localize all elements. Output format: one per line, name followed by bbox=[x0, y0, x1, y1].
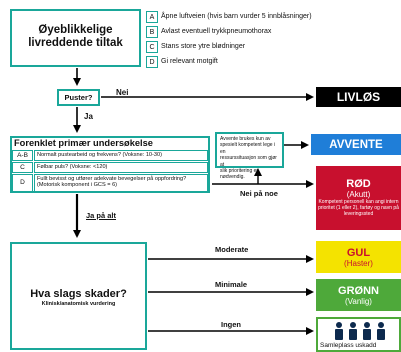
people-group-icon bbox=[335, 322, 385, 340]
outcome-collect: Samleplass uskadd bbox=[316, 317, 401, 352]
exam-key-d: D bbox=[12, 174, 33, 192]
injuries-box bbox=[10, 242, 147, 350]
breathing-no-label: Nei bbox=[116, 88, 129, 97]
outcome-red: RØD (Akutt) Kompetent personell kan angi… bbox=[316, 166, 401, 230]
outcome-await: AVVENTE bbox=[311, 134, 401, 155]
exam-key-c: C bbox=[12, 162, 33, 173]
immediate-actions-title: Øyeblikkelige livreddende tiltak bbox=[28, 24, 123, 49]
red-subtitle: (Akutt) bbox=[346, 190, 371, 200]
red-title: RØD bbox=[346, 178, 371, 191]
exam-key-ab: A-B bbox=[12, 150, 33, 161]
green-title: GRØNN bbox=[338, 284, 379, 297]
injuries-title: Hva slags skader? bbox=[30, 288, 127, 300]
collect-label: Samleplass uskadd bbox=[320, 342, 377, 349]
step-key-d: D bbox=[146, 56, 158, 68]
exam-text-c: Følbar puls? (Voksne: <120) bbox=[34, 162, 208, 173]
step-text-b: Avlast eventuell trykkpneumothorax bbox=[161, 28, 272, 35]
yellow-subtitle: (Haster) bbox=[344, 258, 373, 268]
yellow-title: GUL bbox=[346, 246, 371, 259]
green-subtitle: (Vanlig) bbox=[345, 296, 372, 306]
step-key-c: C bbox=[146, 41, 158, 53]
outcome-dead: LIVLØS bbox=[316, 87, 401, 107]
step-text-d: Gi relevant motgift bbox=[161, 58, 218, 65]
primary-exam-title: Forenklet primær undersøkelse bbox=[14, 138, 153, 148]
no-on-some-label: Nei på noe bbox=[240, 189, 278, 198]
step-text-a: Åpne luftveien (hvis barn vurder 5 innbl… bbox=[161, 13, 312, 20]
label-minimal: Minimale bbox=[215, 280, 248, 289]
breathing-yes-label: Ja bbox=[84, 112, 93, 121]
outcome-green: GRØNN (Vanlig) bbox=[316, 279, 401, 311]
exam-text-d: Fullt bevisst og utfører adekvate bevege… bbox=[34, 174, 208, 192]
step-text-c: Stans store ytre blødninger bbox=[161, 43, 246, 50]
label-moderate: Moderate bbox=[215, 245, 249, 254]
await-note: Avvente brukes kun av spesielt kompetent… bbox=[215, 132, 284, 180]
outcome-yellow: GUL (Haster) bbox=[316, 241, 401, 273]
injuries-subtitle: Klinisk/anatomisk vurdering bbox=[41, 301, 116, 307]
step-key-b: B bbox=[146, 26, 158, 38]
step-key-a: A bbox=[146, 11, 158, 23]
exam-text-ab: Normalt pustearbeid og frekvens? (Voksne… bbox=[34, 150, 208, 161]
breathing-question: Puster? bbox=[57, 89, 100, 106]
yes-on-all-label: Ja på alt bbox=[86, 211, 117, 220]
red-note: Kompetent personell kan angi intern prio… bbox=[318, 199, 399, 217]
immediate-actions-box: Øyeblikkelige livreddende tiltak bbox=[10, 9, 141, 67]
label-none: Ingen bbox=[221, 320, 241, 329]
